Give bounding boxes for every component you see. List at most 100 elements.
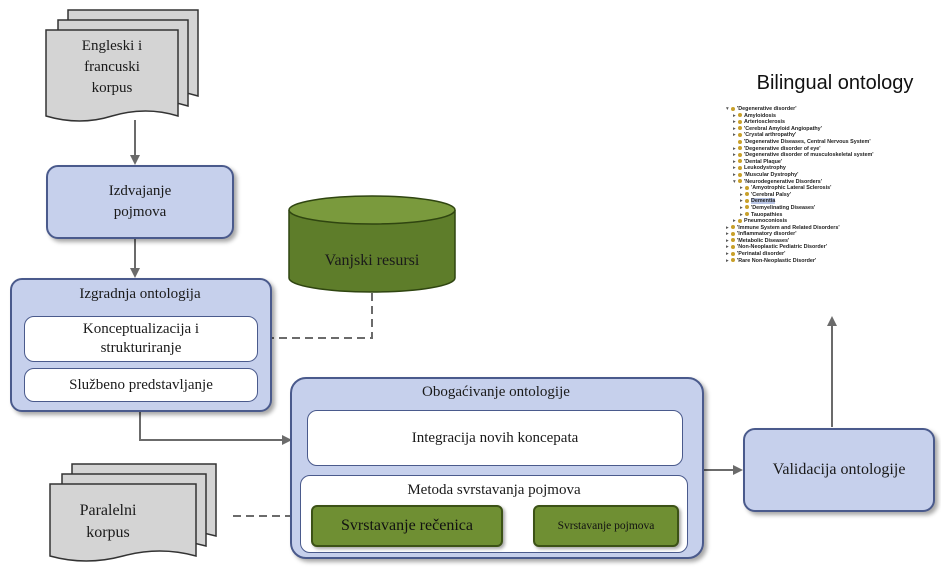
ontology-tree-item[interactable]: ▸ 'Amyotrophic Lateral Sclerosis' bbox=[726, 185, 938, 192]
tree-item-label: 'Amyotrophic Lateral Sclerosis' bbox=[751, 185, 832, 192]
external-resources-cylinder bbox=[288, 195, 456, 293]
ontology-tree-item[interactable]: ▸ 'Non-Neoplastic Pediatric Disorder' bbox=[726, 244, 938, 251]
ontology-tree-item[interactable]: ▸Amyloidosis bbox=[726, 113, 938, 120]
class-node-icon bbox=[738, 113, 742, 118]
ontology-tree-item[interactable]: ▾'Neurodegenerative Disorders' bbox=[726, 179, 938, 186]
tree-expander-icon[interactable]: ▸ bbox=[726, 244, 729, 251]
class-node-icon bbox=[731, 238, 735, 243]
ontology-tree-item[interactable]: ▸ 'Metabolic Diseases' bbox=[726, 238, 938, 245]
corpus-top-document-stack bbox=[45, 9, 199, 122]
ontology-validation-box: Validacija ontologije bbox=[743, 428, 935, 512]
tree-expander-icon[interactable]: ▸ bbox=[726, 257, 729, 264]
tree-item-label: 'Degenerative disorder of musculoskeleta… bbox=[744, 152, 874, 159]
tree-expander-icon[interactable]: ▸ bbox=[733, 158, 736, 165]
ontology-tree-item[interactable]: ▸Tauopathies bbox=[726, 212, 938, 219]
ontology-tree: ▾'Degenerative disorder'▸Amyloidosis▸Art… bbox=[726, 106, 938, 316]
class-node-icon bbox=[731, 106, 735, 111]
tree-item-label: Leukodystrophy bbox=[744, 165, 786, 172]
tree-expander-icon[interactable]: ▸ bbox=[733, 132, 736, 139]
ontology-tree-item[interactable]: 'Degenerative Diseases, Central Nervous … bbox=[726, 139, 938, 146]
ontology-tree-item[interactable]: ▸ 'Muscular Dystrophy' bbox=[726, 172, 938, 179]
tree-expander-icon[interactable]: ▾ bbox=[733, 178, 736, 185]
tree-expander-icon[interactable]: ▸ bbox=[733, 218, 736, 225]
tree-expander-icon[interactable]: ▸ bbox=[740, 211, 743, 218]
tree-expander-icon[interactable]: ▸ bbox=[733, 145, 736, 152]
formal-representation-box: Službeno predstavljanje bbox=[24, 368, 258, 402]
tree-expander-icon[interactable]: ▸ bbox=[726, 237, 729, 244]
tree-item-label: Pneumoconiosis bbox=[744, 218, 788, 225]
class-node-icon bbox=[738, 139, 742, 144]
tree-item-label: 'Crystal arthropathy' bbox=[744, 132, 797, 139]
tree-item-label: 'Degenerative disorder' bbox=[737, 106, 797, 112]
class-node-icon bbox=[745, 205, 749, 210]
class-node-icon bbox=[738, 179, 742, 184]
ontology-tree-item[interactable]: ▸ Arteriosclerosis bbox=[726, 119, 938, 126]
sentence-classification-box: Svrstavanje rečenica bbox=[311, 505, 503, 547]
tree-item-label: 'Metabolic Diseases' bbox=[737, 237, 790, 244]
ontology-tree-item[interactable]: ▸ Dementia bbox=[726, 198, 938, 205]
term-extraction-box: Izdvajanje pojmova bbox=[46, 165, 234, 239]
class-node-icon bbox=[731, 231, 735, 236]
ontology-tree-item[interactable]: ▸ 'Rare Non-Neoplastic Disorder' bbox=[726, 258, 938, 265]
ontology-tree-item[interactable]: ▾ 'Degenerative disorder' bbox=[726, 106, 938, 113]
tree-expander-icon[interactable]: ▸ bbox=[740, 191, 743, 198]
tree-item-label: 'Non-Neoplastic Pediatric Disorder' bbox=[737, 244, 828, 251]
ontology-tree-item[interactable]: ▸ 'Degenerative disorder of musculoskelet… bbox=[726, 152, 938, 159]
arrow-external-to-conceptualization bbox=[258, 293, 373, 343]
class-node-icon bbox=[738, 159, 742, 164]
ontology-tree-item[interactable]: ▸ 'Crystal arthropathy' bbox=[726, 132, 938, 139]
parallel-corpus-document-stack bbox=[49, 463, 217, 562]
tree-item-label: 'Muscular Dystrophy' bbox=[744, 171, 799, 178]
class-node-icon bbox=[745, 212, 749, 217]
bilingual-ontology-title: Bilingual ontology bbox=[756, 72, 914, 94]
ontology-building-title: Izgradnja ontologija bbox=[79, 285, 201, 302]
tree-item-label: 'Perinatal disorder' bbox=[737, 251, 786, 258]
ontology-tree-item[interactable]: ▸ 'Cerebral Palsy' bbox=[726, 192, 938, 199]
ontology-enrichment-title: Obogaćivanje ontologije bbox=[422, 383, 570, 400]
tree-item-label: 'Cerebral Amyloid Angiopathy' bbox=[744, 125, 822, 132]
class-node-icon bbox=[738, 119, 742, 124]
class-node-icon bbox=[745, 198, 749, 203]
class-node-icon bbox=[731, 251, 735, 256]
ontology-tree-item[interactable]: ▸ 'Cerebral Amyloid Angiopathy' bbox=[726, 126, 938, 133]
tree-item-label: 'Cerebral Palsy' bbox=[751, 191, 792, 198]
corpus-top-label: Engleski i francuski korpus bbox=[81, 37, 143, 96]
tree-expander-icon[interactable]: ▸ bbox=[726, 251, 729, 258]
tree-item-label: Dementia bbox=[751, 198, 776, 205]
class-node-icon bbox=[731, 225, 735, 230]
ontology-tree-item[interactable]: ▸ 'Immune System and Related Disorders' bbox=[726, 225, 938, 232]
tree-expander-icon[interactable]: ▸ bbox=[733, 119, 736, 126]
tree-expander-icon[interactable]: ▾ bbox=[726, 106, 729, 112]
tree-expander-icon[interactable]: ▸ bbox=[733, 165, 736, 172]
ontology-tree-item[interactable]: ▸ Pneumoconiosis bbox=[726, 218, 938, 225]
tree-item-label: 'Immune System and Related Disorders' bbox=[737, 224, 840, 231]
class-node-icon bbox=[738, 132, 742, 137]
tree-item-label: 'Demyelinating Diseases' bbox=[751, 204, 816, 211]
ontology-tree-item[interactable]: ▸ 'Inflammatory disorder' bbox=[726, 231, 938, 238]
tree-expander-icon[interactable]: ▸ bbox=[726, 224, 729, 231]
tree-expander-icon[interactable]: ▸ bbox=[733, 152, 736, 159]
tree-item-label: Arteriosclerosis bbox=[744, 119, 786, 126]
tree-expander-icon[interactable]: ▸ bbox=[740, 204, 743, 211]
tree-expander-icon[interactable]: ▸ bbox=[733, 171, 736, 178]
tree-expander-icon[interactable]: ▸ bbox=[726, 231, 729, 238]
term-classification-method-title: Metoda svrstavanja pojmova bbox=[407, 481, 581, 498]
tree-item-label: 'Inflammatory disorder' bbox=[737, 231, 797, 238]
ontology-tree-item[interactable]: ▸'Dental Plaque' bbox=[726, 159, 938, 166]
class-node-icon bbox=[738, 218, 742, 223]
tree-expander-icon[interactable]: ▸ bbox=[733, 125, 736, 132]
tree-item-label: 'Degenerative Diseases, Central Nervous … bbox=[744, 138, 871, 145]
ontology-tree-item[interactable]: ▸'Degenerative disorder of eye' bbox=[726, 146, 938, 153]
concept-integration-box: Integracija novih koncepata bbox=[307, 410, 683, 466]
ontology-tree-item[interactable]: ▸ Leukodystrophy bbox=[726, 165, 938, 172]
ontology-tree-item[interactable]: ▸ 'Perinatal disorder' bbox=[726, 251, 938, 258]
class-node-icon bbox=[738, 172, 742, 177]
class-node-icon bbox=[738, 126, 742, 131]
class-node-icon bbox=[745, 192, 749, 197]
tree-expander-icon[interactable]: ▸ bbox=[733, 112, 736, 119]
tree-expander-icon[interactable]: ▸ bbox=[740, 185, 743, 192]
tree-item-label: 'Rare Non-Neoplastic Disorder' bbox=[737, 257, 817, 264]
tree-expander-icon[interactable]: ▸ bbox=[740, 198, 743, 205]
ontology-tree-item[interactable]: ▸ 'Demyelinating Diseases' bbox=[726, 205, 938, 212]
term-classification-box: Svrstavanje pojmova bbox=[533, 505, 679, 547]
